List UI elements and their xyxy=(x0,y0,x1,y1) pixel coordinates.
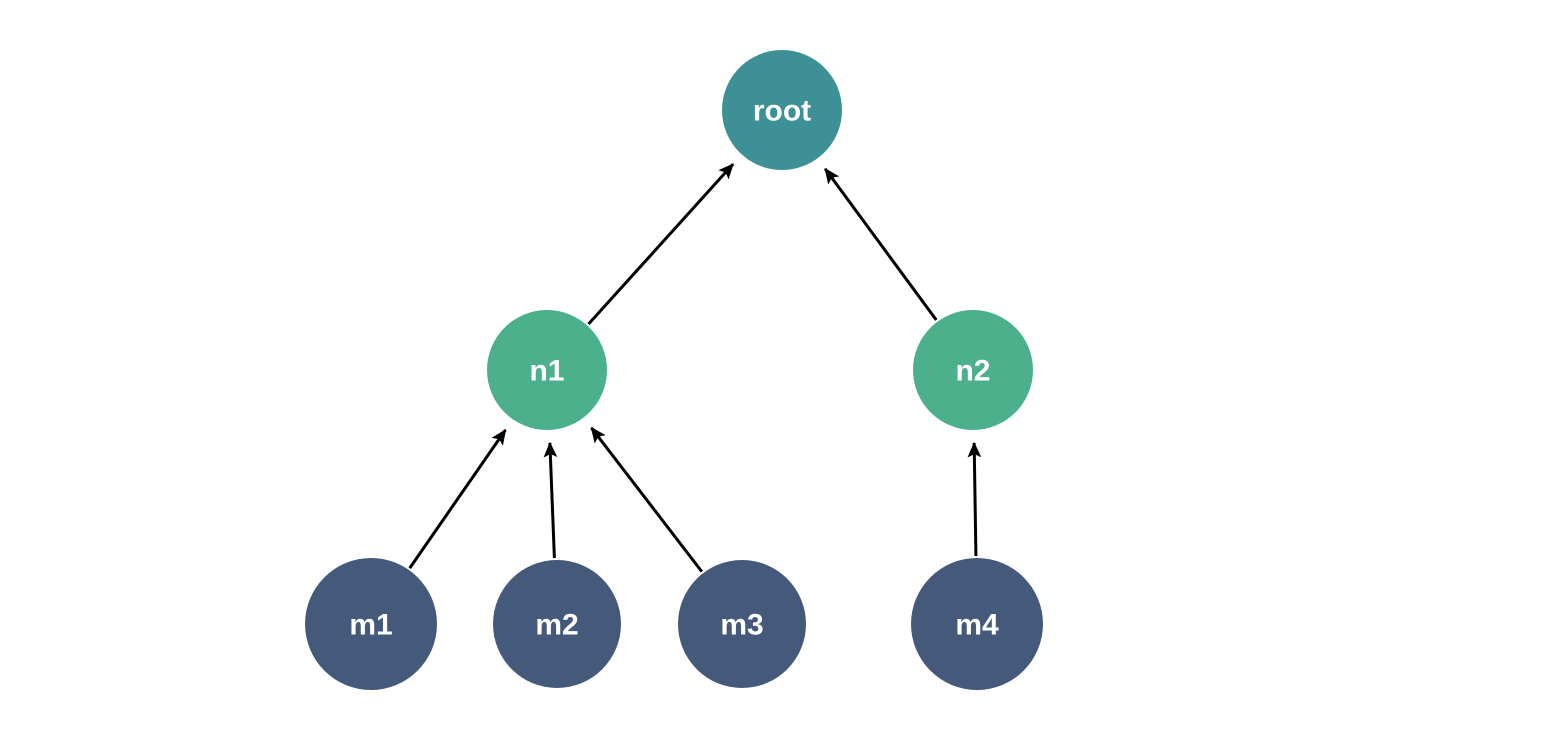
graph-edge xyxy=(590,426,703,573)
node-label-m4: m4 xyxy=(955,609,999,642)
node-circle-root[interactable] xyxy=(722,50,842,170)
graph-edge xyxy=(967,441,982,557)
graph-node-m3[interactable]: m3 xyxy=(678,560,806,688)
node-label-m3: m3 xyxy=(720,609,763,642)
graph-node-m4[interactable]: m4 xyxy=(911,558,1043,690)
node-circle-m3[interactable] xyxy=(678,560,806,688)
graph-edge xyxy=(587,163,735,326)
node-circle-n1[interactable] xyxy=(487,310,607,430)
node-label-n2: n2 xyxy=(955,355,990,388)
graph-edge xyxy=(543,441,558,559)
node-circle-m1[interactable] xyxy=(305,558,437,690)
node-label-root: root xyxy=(753,95,811,128)
graph-node-m2[interactable]: m2 xyxy=(493,560,621,688)
edges-layer xyxy=(408,163,982,573)
graph-node-root[interactable]: root xyxy=(722,50,842,170)
graph-node-m1[interactable]: m1 xyxy=(305,558,437,690)
node-circle-m2[interactable] xyxy=(493,560,621,688)
node-label-m2: m2 xyxy=(535,609,578,642)
node-label-n1: n1 xyxy=(529,355,564,388)
node-circle-m4[interactable] xyxy=(911,558,1043,690)
graph-node-n2[interactable]: n2 xyxy=(913,310,1033,430)
node-circle-n2[interactable] xyxy=(913,310,1033,430)
graph-node-n1[interactable]: n1 xyxy=(487,310,607,430)
node-label-m1: m1 xyxy=(349,609,392,642)
nodes-layer: root n1 n2 m1 m2 m3 m4 xyxy=(305,50,1043,690)
graph-edge xyxy=(408,428,507,569)
graph-edge xyxy=(824,167,938,321)
